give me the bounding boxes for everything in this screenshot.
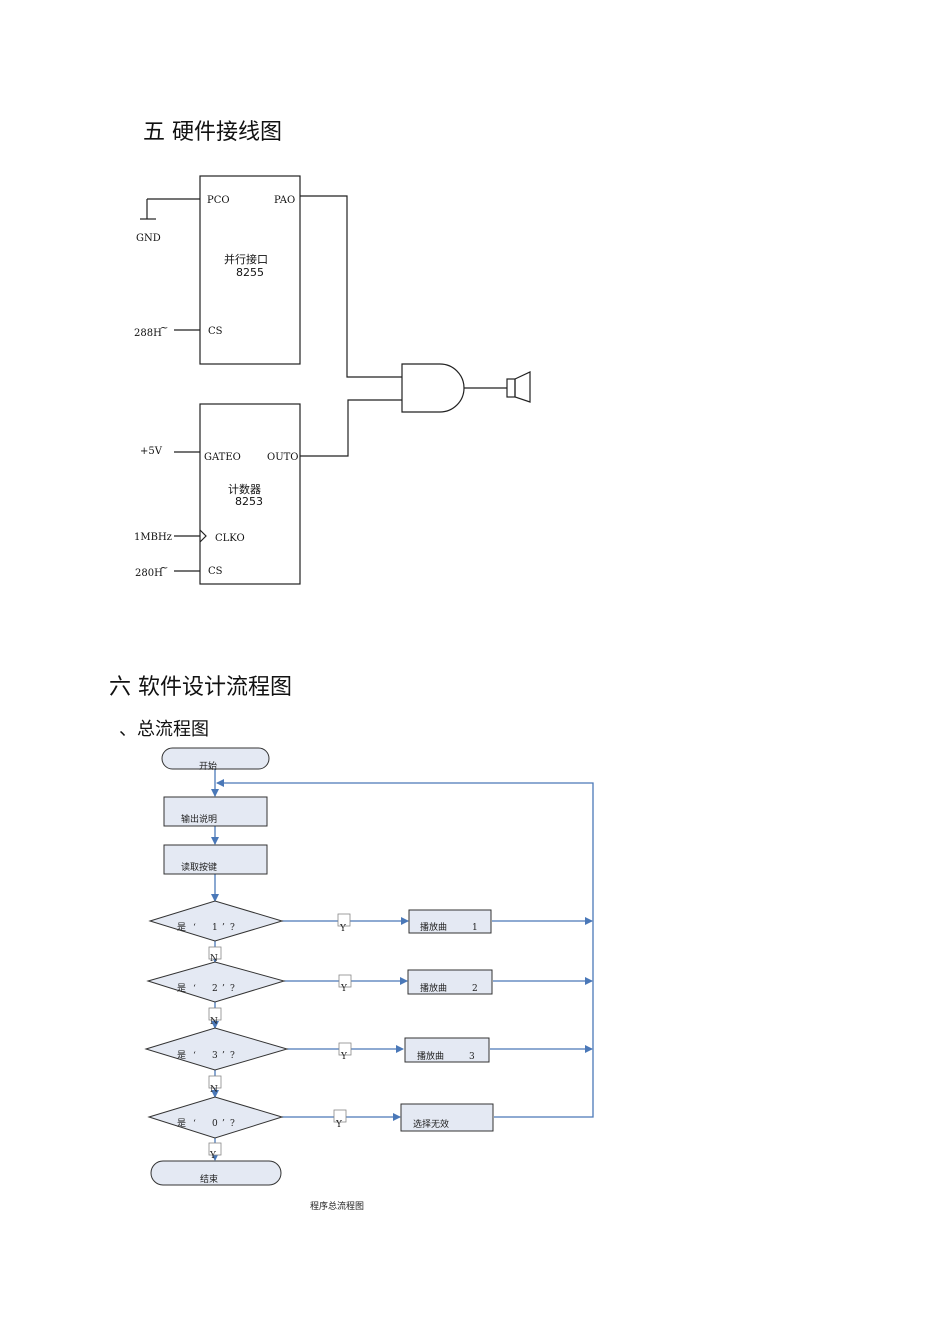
chip-8255-name: 并行接口 (224, 252, 268, 266)
decision-2-text-c: 2 (212, 984, 218, 994)
gnd-label: GND (136, 233, 161, 244)
decision-1-text-e: ? (230, 923, 235, 933)
decision-3-text-a: 是 (177, 1050, 186, 1061)
flow-start-terminal (161, 747, 270, 770)
pin-out0: OUTO (267, 452, 299, 463)
flow-output-box (163, 796, 268, 827)
flow-decision-0 (147, 1096, 284, 1139)
decision-0-text-a: 是 (177, 1118, 186, 1129)
decision-0-text-d: ’ (222, 1119, 225, 1129)
pin-clk0: CLKO (215, 533, 245, 544)
flow-decision-3 (144, 1027, 289, 1071)
yes-label-2: Y (340, 984, 348, 994)
addr-280h-mark: ~ (160, 563, 168, 574)
decision-1-text-c: 1 (212, 923, 218, 933)
flow-invalid-label: 选择无效 (413, 1118, 449, 1130)
flow-end-label: 结束 (200, 1173, 218, 1185)
chip-8255-box (199, 175, 301, 365)
addr-288h-mark: ~ (160, 323, 168, 334)
section-5-title: 五 硬件接线图 (143, 120, 282, 145)
flow-play2-num: 2 (472, 984, 478, 994)
decision-2-text-a: 是 (177, 983, 186, 994)
chip-8253-model: 8253 (235, 495, 263, 508)
flow-decision-2 (146, 961, 286, 1003)
no-label-1: N (210, 954, 218, 964)
flow-play3-box (404, 1037, 490, 1063)
addr-288h-label: 288H (134, 328, 162, 339)
flow-play1-label: 播放曲 (420, 921, 447, 933)
chip-8255-model: 8255 (236, 266, 264, 279)
decision-2-text-b: ‘ (193, 983, 196, 994)
yes-label-end: Y (209, 1151, 217, 1161)
pin-gate0: GATEO (204, 452, 241, 463)
chip-8253-box (199, 403, 301, 585)
pin-cs-8253: CS (208, 566, 223, 577)
flow-play1-box (408, 909, 492, 934)
decision-0-text-b: ‘ (193, 1118, 196, 1129)
decision-3-text-d: ’ (222, 1051, 225, 1061)
flow-start-label: 开始 (199, 760, 217, 772)
decision-3-text-e: ? (230, 1051, 235, 1061)
decision-2-text-e: ? (230, 984, 235, 994)
flow-read-box (163, 844, 268, 875)
and-gate (401, 363, 465, 413)
decision-0-text-c: 0 (212, 1119, 218, 1129)
flow-play2-label: 播放曲 (420, 982, 447, 994)
addr-280h-label: 280H (135, 568, 163, 579)
decision-3-text-c: 3 (212, 1051, 218, 1061)
flow-decision-1 (148, 900, 284, 942)
vcc-label: +5V (140, 446, 163, 457)
decision-3-text-b: ‘ (193, 1050, 196, 1061)
flow-play3-label: 播放曲 (417, 1050, 444, 1062)
decision-0-text-e: ? (230, 1119, 235, 1129)
pin-pc0: PCO (207, 195, 230, 206)
no-label-3: N (210, 1085, 218, 1095)
section-6-title: 六 软件设计流程图 (109, 675, 292, 700)
pin-cs-8255: CS (208, 326, 223, 337)
decision-1-text-d: ’ (222, 923, 225, 933)
flow-play2-box (407, 969, 493, 995)
yes-label-0: Y (335, 1120, 343, 1130)
chip-8253-name: 计数器 (228, 483, 261, 496)
no-label-2: N (210, 1017, 218, 1027)
yes-label-3: Y (340, 1052, 348, 1062)
flow-output-label: 输出说明 (181, 813, 217, 825)
flow-invalid-box (400, 1103, 494, 1132)
yes-label-1: Y (339, 924, 347, 934)
clock-label: 1MBHz (134, 532, 172, 543)
decision-2-text-d: ’ (222, 984, 225, 994)
flow-play1-num: 1 (472, 923, 478, 933)
flowchart-caption: 程序总流程图 (310, 1202, 365, 1212)
flow-end-terminal (150, 1160, 282, 1186)
pin-pa0: PAO (274, 195, 295, 206)
decision-1-text-b: ‘ (193, 922, 196, 933)
flowchart-subtitle: 、总流程图 (119, 719, 209, 740)
flow-read-label: 读取按键 (181, 861, 217, 873)
flow-play3-num: 3 (469, 1052, 475, 1062)
decision-1-text-a: 是 (177, 922, 186, 933)
hardware-wiring-diagram: PCO PAO 并行接口 8255 CS GND 288H ~ GATEO OU… (134, 175, 531, 585)
